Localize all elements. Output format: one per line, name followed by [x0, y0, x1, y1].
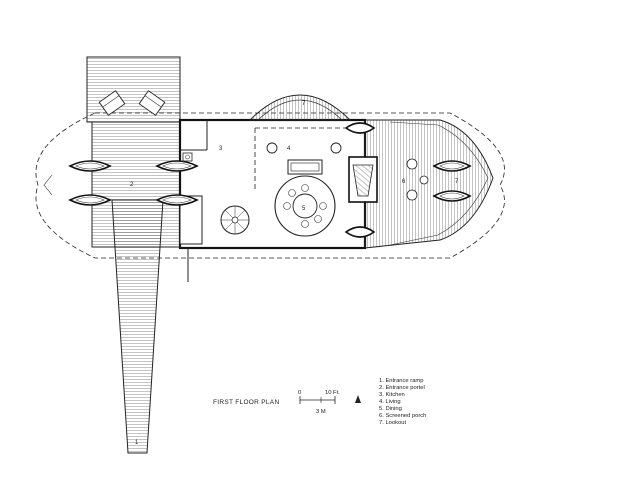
entrance-ramp [111, 199, 164, 454]
tree-trunk-inner [75, 162, 465, 204]
lounge-chair-left [98, 90, 126, 116]
tree-trunk-markers [68, 122, 472, 238]
living-chair-right [330, 142, 342, 154]
scale-zero: 0 [298, 390, 301, 396]
porch-chair-2 [406, 189, 418, 201]
kitchen-sink-icon [185, 154, 190, 160]
bath-block [179, 195, 203, 245]
legend: 1. Entrance ramp 2. Entrance portel 3. K… [379, 378, 426, 426]
fireplace [352, 164, 374, 197]
porch-table [419, 175, 429, 185]
legend-item: 5. Dining [379, 406, 402, 412]
entrance-portal-deck [86, 56, 181, 123]
scale-feet: 10 Ft. [325, 390, 340, 396]
house-main-volume [178, 118, 367, 250]
lounge-chair-right [138, 90, 166, 116]
legend-item: 2. Entrance portel [379, 385, 425, 391]
living-sofa-cushion [290, 162, 320, 172]
room-label-lookout-east: 7 [455, 179, 459, 185]
legend-item: 4. Living [379, 399, 401, 405]
living-sofa [287, 159, 323, 175]
outer-dashed-outline [35, 112, 505, 259]
room-label-dining: 5 [302, 206, 306, 212]
legend-item: 7. Lookout [379, 420, 406, 426]
left-prow-chevron [43, 174, 53, 196]
screened-porch [364, 119, 494, 249]
kitchen-appliance [182, 152, 193, 162]
scale-bar [299, 396, 336, 404]
porch-prow-inner [389, 121, 489, 246]
room-label-kitchen: 3 [219, 146, 223, 152]
scale-meters: 3 M [316, 409, 326, 415]
dining-table [292, 193, 318, 219]
living-chair-left [266, 142, 278, 154]
lookout-upper [248, 94, 352, 121]
room-label-porch: 6 [402, 179, 406, 185]
room-label-lookout-upper: 7 [302, 101, 306, 107]
lookout-upper-inner [257, 99, 343, 121]
north-arrow-icon [355, 395, 361, 403]
plan-title: FIRST FLOOR PLAN [213, 399, 279, 406]
room-label-portal: 2 [130, 182, 134, 188]
legend-item: 1. Entrance ramp [379, 378, 423, 384]
spiral-stair-core [231, 216, 239, 224]
room-label-ramp: 1 [135, 440, 139, 446]
dining-chairs [283, 184, 327, 228]
legend-item: 3. Kitchen [379, 392, 405, 398]
porch-chair-1 [406, 158, 418, 170]
legend-item: 6. Screened porch [379, 413, 426, 419]
room-label-living: 4 [287, 146, 291, 152]
